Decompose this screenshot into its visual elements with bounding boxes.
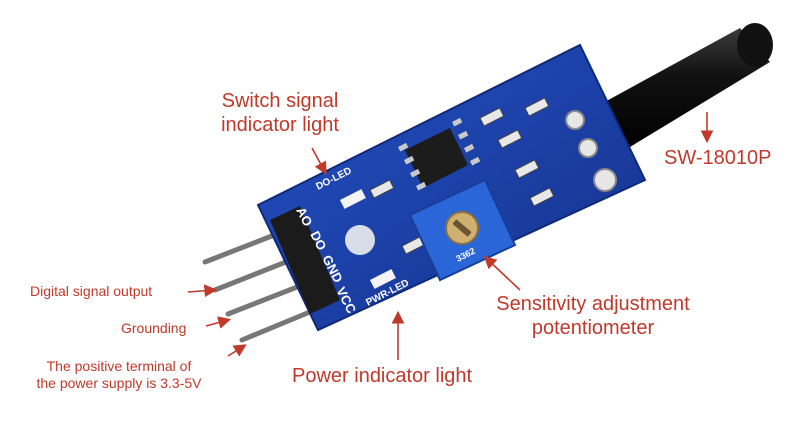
callout-sensor-model: SW-18010P [664,147,772,169]
callout-sensitivity-line2: potentiometer [531,317,655,339]
arrow-grounding [205,316,232,329]
callout-switch-signal-line1: Switch signal [221,90,339,112]
pcb-board: DO-LED PWR-LED 3362 AO DO GND VCC [256,43,647,332]
comparator-chip [397,117,481,191]
callout-switch-signal-indicator: Switch signal indicator light [200,89,360,137]
callout-digital-output: Digital signal output [30,283,153,299]
callout-grounding: Grounding [121,320,187,336]
callout-power-supply-line1: The positive terminal of [46,358,192,374]
pwr-led [369,269,396,289]
arrow-switch-signal [311,147,327,175]
callout-power-supply-line2: the power supply is 3.3-5V [36,374,202,391]
callout-switch-signal-line2: indicator light [221,114,339,136]
arrow-sensitivity [483,255,521,291]
callout-power-supply: The positive terminal of the power suppl… [14,358,224,392]
potentiometer [408,178,517,282]
annotation-arrows [187,112,714,360]
callout-sensitivity-potentiometer: Sensitivity adjustment potentiometer [478,292,708,340]
do-led [340,189,366,209]
arrow-power-supply [227,344,247,357]
callout-power-indicator: Power indicator light [292,365,473,387]
arrow-digital-output [187,284,218,298]
mounting-hole [345,225,375,255]
callout-sensitivity-line1: Sensitivity adjustment [496,293,690,315]
